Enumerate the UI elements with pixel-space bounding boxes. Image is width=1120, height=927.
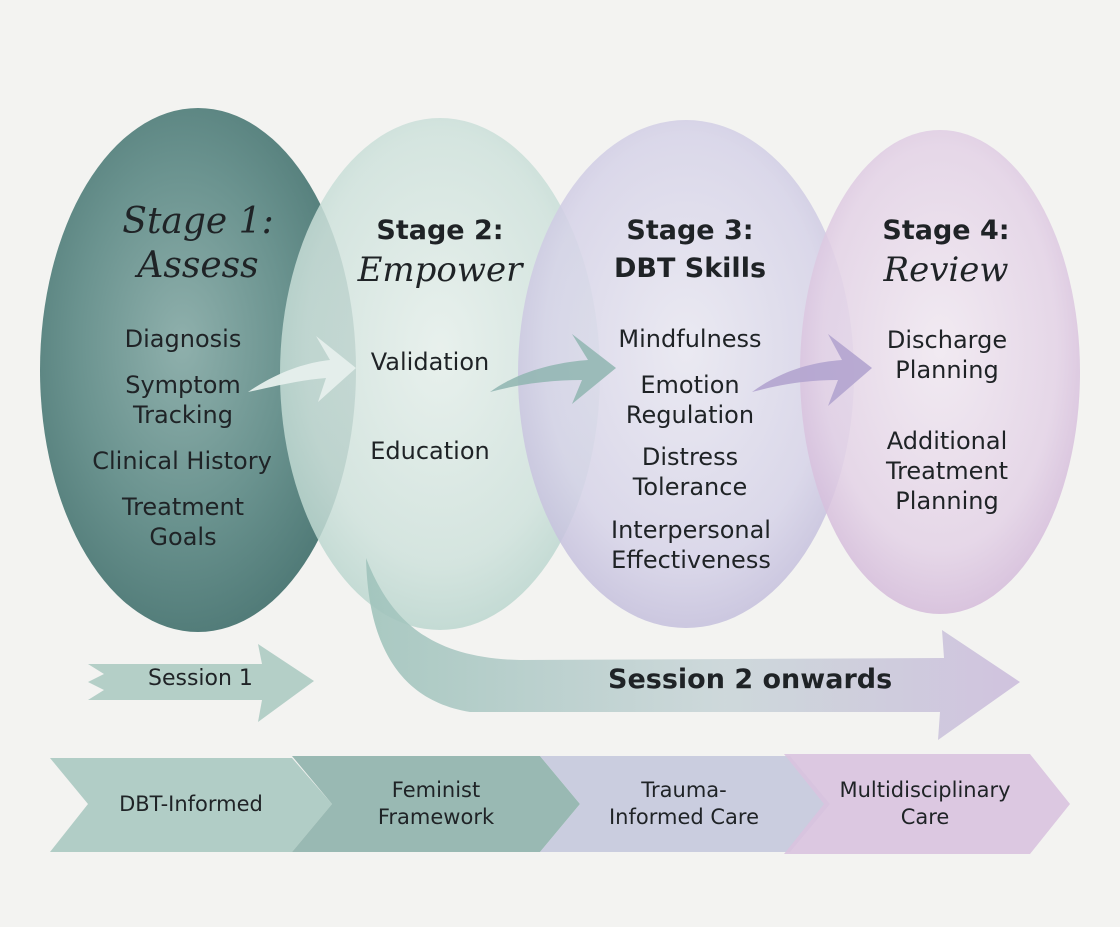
stage-4-item-additional-treatment-planning: Additional Treatment Planning	[885, 427, 1009, 515]
framework-multidisciplinary-care: Multidisciplinary Care	[839, 778, 1011, 829]
stage-3-oval	[518, 120, 854, 628]
framework-trauma-informed-care: Trauma- Informed Care	[608, 778, 759, 829]
stage-2-heading: Stage 2: Empower	[330, 212, 550, 290]
stage-3-name: DBT Skills	[613, 253, 767, 284]
stage-1-item-diagnosis: Diagnosis	[124, 325, 242, 353]
session-2-arrow	[366, 558, 1020, 740]
chevron-feminist-framework	[292, 756, 580, 852]
stage-1-heading: Stage 1: Assess	[88, 200, 308, 288]
stage-2-oval	[280, 118, 600, 630]
chevron-trauma-informed	[540, 756, 830, 852]
stage-2-item-validation: Validation	[370, 348, 490, 376]
stage-3-item-interpersonal-effectiveness: Interpersonal Effectiveness	[611, 516, 771, 574]
stage-1-name: Assess	[137, 245, 259, 286]
session-1-label: Session 1	[148, 666, 253, 691]
arrow-stage-3-to-4	[752, 334, 872, 406]
stage-3-heading: Stage 3: DBT Skills	[580, 212, 800, 288]
stage-3-title: Stage 3:	[626, 215, 754, 246]
framework-dbt-informed: DBT-Informed	[119, 792, 263, 816]
stage-3-item-distress-tolerance: Distress Tolerance	[632, 443, 748, 501]
arrow-stage-2-to-3	[490, 334, 616, 404]
stage-4-oval	[800, 130, 1080, 614]
stage-2-item-education: Education	[370, 437, 490, 465]
stage-2-title: Stage 2:	[376, 215, 504, 246]
stage-1-oval	[40, 108, 356, 632]
stage-4-name: Review	[883, 250, 1009, 290]
stage-4-heading: Stage 4: Review	[836, 212, 1056, 290]
framework-feminist-framework: Feminist Framework	[377, 778, 495, 829]
chevron-multidisciplinary	[784, 754, 1070, 854]
chevron-dbt-informed	[50, 758, 332, 852]
stage-1-title: Stage 1:	[122, 201, 274, 242]
stage-3-item-emotion-regulation: Emotion Regulation	[625, 371, 755, 429]
session-2-onwards-label: Session 2 onwards	[608, 664, 893, 695]
stage-3-item-mindfulness: Mindfulness	[618, 325, 762, 353]
stage-4-title: Stage 4:	[882, 215, 1010, 246]
stage-1-item-treatment-goals: Treatment Goals	[121, 493, 245, 551]
stage-1-item-clinical-history: Clinical History	[92, 447, 272, 475]
session-1-arrow	[88, 644, 314, 722]
stage-4-item-discharge-planning: Discharge Planning	[886, 326, 1008, 384]
arrow-stage-1-to-2	[248, 336, 356, 402]
stage-2-name: Empower	[357, 250, 523, 290]
stage-1-item-symptom-tracking: Symptom Tracking	[125, 371, 241, 429]
